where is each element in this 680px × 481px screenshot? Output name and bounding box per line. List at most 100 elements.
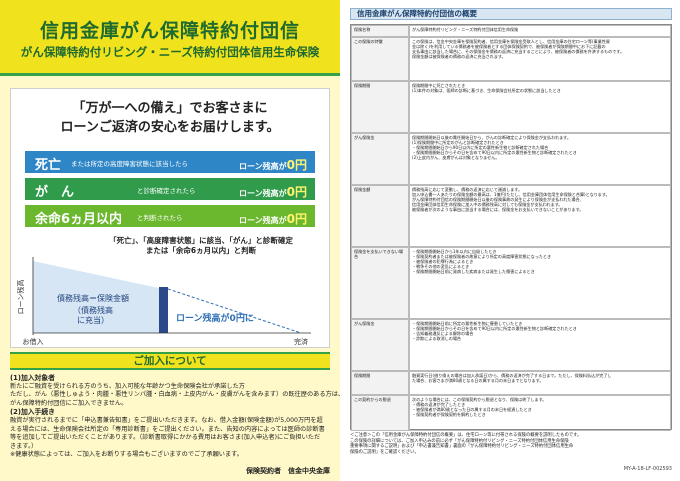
- y-axis-label: ローン残高: [16, 280, 25, 315]
- expected-balance-line: [167, 288, 302, 334]
- x-start-label: お借入: [23, 337, 44, 346]
- caution-note: ＜ご注意＞この「信用金庫がん保障特約付団信の概要」は、住宅ローン等に付帯される保…: [350, 433, 672, 455]
- overview-table: 保険名称がん保障特約付リビング・ニーズ特約付団体信用生命保険この保険の特徴この保…: [350, 24, 672, 431]
- event-bar: [159, 287, 168, 333]
- title-band: 信用金庫がん保障特約付団信 がん保障特約付リビング・ニーズ特約付団体信用生命保険: [0, 0, 340, 76]
- overview-text-line: 信用金庫団体信用生命保険に加入中の債務残高に対しても保険金が支払われます。: [412, 202, 563, 207]
- caution-text-line: 重要事項に関するご説明」および「申込書兼告知書」裏面の「がん保障特約付リビング・…: [350, 444, 574, 450]
- overview-text-line: ・被保険者が満80歳となった日の属する月の末日を経過したとき: [412, 407, 532, 412]
- overview-text-line: ・債務の返済が完了したとき: [412, 402, 466, 407]
- overview-text-line: た場合、お客さまが満80歳となる日の属する月の末日までとなります。: [412, 378, 544, 383]
- overview-row-label: 保険金を支払いできない場合: [351, 247, 409, 319]
- application-heading: ご加入について: [10, 352, 330, 370]
- application-text-line: ただし、がん（悪性しゅよう・肉腫・悪性リンパ腫・白血病・上皮内がん・皮膚がんを含…: [10, 391, 345, 399]
- overview-text-line: ・告知義務違反による解除の場合: [412, 331, 474, 336]
- band-note: または所定の高度障害状態に該当したら: [71, 160, 188, 168]
- overview-row-content: 債務残高に応じて変動し、債務の返済に応じて逓減します。加入申込書一人あたりの保険…: [409, 185, 671, 247]
- overview-title: 信用金庫がん保障特約付団信の概要: [350, 8, 672, 20]
- coverage-band-living-needs: 余命6ヵ月以内 と判断されたら ローン残高が0円: [25, 205, 315, 227]
- overview-row-content: 保険期間開始日以後の責任開始日から、がんの診断確定により保険金が支払われます。(…: [409, 133, 671, 185]
- band-term: 余命6ヵ月以内: [35, 212, 123, 227]
- band-note: と判断されたら: [137, 214, 183, 222]
- overview-text-line: ・保険期間開始日前に発病した疾病または発生した傷害によるとき: [412, 269, 535, 274]
- caution-text-line: 保険のご説明」をご確認ください。: [350, 449, 419, 455]
- application-subheading: (1)加入対象者: [10, 374, 55, 382]
- overview-text-line: 被保険者が次のような事由に該当する場合には、保険金をお支払いできないことがありま…: [412, 207, 584, 212]
- application-text-line: 融資が実行されるまでに「申込書兼告知書」をご提出いただきます。なお、借入金額(保…: [10, 416, 323, 424]
- overview-text-line: (1)保険期間中に所定のがんと診断確定されたとき: [412, 140, 504, 145]
- overview-text-line: 融資実行日(借り換えの場合は加入承諾日)から、債務の返済が完了する日まで。ただし…: [412, 373, 612, 378]
- overview-row-content: ・保険期間開始日から1年以内に自殺したとき・保険契約者または被保険者の故意により…: [409, 247, 671, 319]
- document-code: MY-A-18-LF-002593: [623, 466, 672, 472]
- overview-row-content: 融資実行日(借り換えの場合は加入承諾日)から、債務の返済が完了する日まで。ただし…: [409, 371, 671, 395]
- caution-text-line: ＜ご注意＞この「信用金庫がん保障特約付団信の概要」は、住宅ローン等に付帯される保…: [350, 433, 582, 438]
- overview-row-label: 保険名称: [351, 25, 409, 37]
- page-subtitle: がん保障特約付リビング・ニーズ特約付団体信用生命保険: [20, 45, 320, 59]
- band-payout: ローン残高が0円: [239, 185, 307, 199]
- overview-row-label: この保険の特徴: [351, 37, 409, 81]
- band-note: と診断確定されたら: [137, 187, 196, 195]
- overview-text-line: (2)上皮内がん、皮膚がんは対象となりません。: [412, 155, 500, 160]
- debt-area: [33, 261, 163, 333]
- overview-text-line: ・被保険者の犯罪行為によるとき: [412, 259, 474, 264]
- overview-panel: 信用金庫がん保障特約付団信の概要 保険名称がん保障特約付リビング・ニーズ特約付団…: [340, 0, 680, 481]
- diagram-label-2: （債務残高: [73, 305, 113, 315]
- lead-line-2: ローンご返済の安心をお届けします。: [60, 120, 280, 135]
- application-info: (1)加入対象者新たにご融資を受けられる方のうち、加入可能な年齢かつ生命保険会社…: [10, 374, 345, 460]
- coverage-band-cancer: が ん と診断確定されたら ローン残高が0円: [25, 178, 315, 200]
- coverage-band-death: 死亡 または所定の高度障害状態に該当したら ローン残高が0円: [25, 151, 315, 173]
- application-text-line: きます。）: [10, 442, 38, 450]
- overview-text-line: ・保険期間開始日からその日を含めて90日以内に所定の悪性新生物と診断確定されたと…: [412, 150, 577, 155]
- overview-text-line: ・保険期間開始日から90日以内に所定の悪性新生物と診断確定された場合: [412, 145, 549, 150]
- trigger-line-2: または「余命6ヵ月以内」と判断: [145, 246, 257, 255]
- overview-text-line: ・保険期間開始日前に所定の悪性新生物に罹患していたとき: [412, 321, 523, 326]
- band-payout: ローン残高が0円: [239, 158, 307, 172]
- overview-row-label: がん保険金: [351, 319, 409, 371]
- overview-row-content: この保険は、信金中央金庫を保険契約者、信用金庫を保険金受取人とし、信用金庫の住宅…: [409, 37, 671, 81]
- diagram-label-1: 債務残高＝保険金額: [57, 293, 129, 303]
- band-payout: ローン残高が0円: [239, 212, 307, 226]
- coverage-panel: 「万が一への備え」でお客さまに ローンご返済の安心をお届けします。 死亡 または…: [10, 88, 330, 348]
- page-title: 信用金庫がん保障特約付団信: [39, 20, 300, 42]
- x-end-label: 完済: [294, 337, 308, 346]
- overview-row-content: 保険期間中に死亡されたとき(1)本件の対象は、医師の診断に基づき、生命保険会社所…: [409, 81, 671, 133]
- overview-text-line: 加入申込書一人あたりの保険金額の最高は、1億円(ただし、信用金庫団体信用生命保険…: [412, 192, 610, 197]
- application-text-line: ※健康状態によっては、ご加入をお断りする場合もございますのでご了承願います。: [10, 451, 243, 459]
- overview-text-line: ・詐欺による取消しの場合: [412, 336, 462, 341]
- overview-text-line: ・保険期間開始日からその日を含めて90日以内に所定の悪性新生物と診断確定されたと…: [412, 326, 577, 331]
- overview-text-line: 保険金額は被保険者の債務の返済に充当されます。: [412, 54, 506, 59]
- overview-text-line: ・保険契約者または被保険者の故意により所定の高度障害状態になったとき: [412, 254, 552, 259]
- overview-text-line: 保険期間中に死亡されたとき: [412, 83, 466, 88]
- trigger-line-1: 「死亡」、「高度障害状態」に該当、「がん」と診断確定: [109, 236, 293, 245]
- diagram-label-3: に充当）: [77, 315, 109, 325]
- application-text-line: える場合には、生命保険会社所定の「専用診断書」をご提出ください。また、告知の内容…: [10, 425, 325, 433]
- overview-text-line: 次のような場合には、この保険契約から脱退となり、保険は終了します。: [412, 397, 547, 402]
- overview-text-line: ・戦争その他の変乱によるとき: [412, 264, 470, 269]
- brochure-cover: 信用金庫がん保障特約付団信 がん保障特約付リビング・ニーズ特約付団体信用生命保険…: [0, 0, 345, 481]
- overview-text-line: ・保険期間開始日から1年以内に自殺したとき: [412, 249, 497, 254]
- overview-text-line: がん保障特約付団信の保険期間開始日以後の保険事故の発生により保険金が支払われた場…: [412, 197, 584, 202]
- overview-text-line: がん保障特約付リビング・ニーズ特約付団体信用生命保険: [412, 27, 519, 32]
- band-term: が ん: [35, 185, 75, 200]
- overview-row-content: ・保険期間開始日前に所定の悪性新生物に罹患していたとき・保険期間開始日からその日…: [409, 319, 671, 371]
- application-text-line: 新たにご融資を受けられる方のうち、加入可能な年齢かつ生命保険会社が承諾した方: [10, 382, 245, 390]
- overview-row-content: がん保障特約付リビング・ニーズ特約付団体信用生命保険: [409, 25, 671, 37]
- zero-balance-label: ローン残高が0円に: [176, 312, 254, 324]
- loan-balance-diagram: ローン残高 お借入 完済 債務残高＝保険金額 （債務残高 に充当） ローン残高が…: [16, 257, 311, 346]
- overview-text-line: 保険期間開始日以後の責任開始日から、がんの診断確定により保険金が支払われます。: [412, 135, 571, 140]
- overview-text-line: (1)本件の対象は、医師の診断に基づき、生命保険会社所定の状態に該当したとき: [412, 88, 561, 93]
- overview-row-content: 次のような場合には、この保険契約から脱退となり、保険は終了します。・債務の返済が…: [409, 395, 671, 431]
- overview-row-label: 保険期間: [351, 371, 409, 395]
- lead-line-1: 「万が一への備え」でお客さまに: [72, 101, 268, 116]
- overview-row-label: がん保険金: [351, 133, 409, 185]
- caution-text-line: この保険の詳細については、ご加入申込みの前に必ず「がん保障特約付リビング・ニーズ…: [350, 438, 569, 444]
- overview-text-line: この保険は、信金中央金庫を保険契約者、信用金庫を保険金受取人とし、信用金庫の住宅…: [412, 39, 610, 44]
- application-subheading: (2)加入手続き: [10, 408, 55, 417]
- overview-row-label: 保険金額: [351, 185, 409, 247]
- overview-text-line: 債務残高に応じて変動し、債務の返済に応じて逓減します。: [412, 187, 523, 192]
- overview-text-line: 支払事由に該当した場合に、その保険金を債務の返済に充当することにより、被保険者の…: [412, 49, 625, 54]
- overview-text-line: ・保険契約者が保険契約を解約したとき: [412, 412, 486, 417]
- application-text-line: がん保障特約付団信にご加入できません。: [10, 399, 128, 407]
- band-term: 死亡: [35, 158, 62, 173]
- overview-row-label: この契約からの脱退: [351, 395, 409, 431]
